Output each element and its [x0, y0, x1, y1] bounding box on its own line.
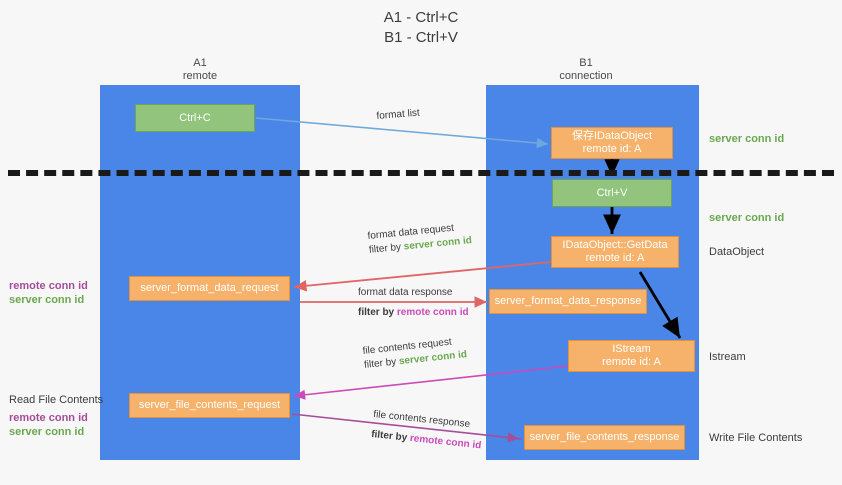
- side-label-text: server conn id: [9, 426, 85, 438]
- node-save-idataobject[interactable]: 保存IDataObject remote id: A: [551, 127, 673, 159]
- filter-by-prefix-4: filter by: [370, 428, 411, 444]
- node-istream-label: IStream: [612, 343, 651, 355]
- side-label-left-conn-ids-1: remote conn id server conn id: [9, 279, 88, 307]
- arrow-label-format-data-response-line1: format data response: [358, 287, 453, 298]
- side-label-text: remote conn id: [9, 280, 88, 292]
- side-label-right-istream: Istream: [709, 350, 746, 364]
- side-label-left-read-file-contents: Read File Contents: [9, 393, 103, 407]
- side-label-text: server conn id: [709, 133, 785, 145]
- conn-id-key-2: remote conn id: [396, 307, 469, 318]
- arrow-label-format-data-request: format data request filter by server con…: [367, 220, 473, 258]
- page-title: A1 - Ctrl+C B1 - Ctrl+V: [0, 8, 842, 48]
- node-istream-sub: remote id: A: [602, 356, 661, 368]
- side-label-text: server conn id: [9, 294, 85, 306]
- node-server-file-contents-request-label: server_file_contents_request: [138, 399, 281, 411]
- node-server-format-data-request[interactable]: server_format_data_request: [129, 276, 290, 301]
- node-server-format-data-request-label: server_format_data_request: [140, 282, 279, 294]
- side-label-right-dataobject: DataObject: [709, 245, 764, 259]
- title-line-2: B1 - Ctrl+V: [384, 29, 458, 46]
- node-save-idataobject-sub: remote id: A: [582, 143, 642, 155]
- lane-b1-sub: connection: [559, 70, 613, 82]
- node-ctrl-v[interactable]: Ctrl+V: [552, 179, 672, 207]
- lane-b1-name: B1: [579, 57, 593, 69]
- filter-by-prefix-3: filter by: [363, 356, 400, 371]
- phase-divider: [8, 170, 834, 176]
- title-line-1: A1 - Ctrl+C: [383, 9, 459, 26]
- side-label-right-server-conn-id-1: server conn id: [709, 132, 784, 146]
- node-ctrl-v-label: Ctrl+V: [596, 186, 628, 199]
- lane-header-a1: A1 remote: [100, 57, 300, 83]
- lane-a1-name: A1: [193, 57, 207, 69]
- node-istream[interactable]: IStream remote id: A: [568, 340, 695, 372]
- node-idataobject-getdata-label: IDataObject::GetData: [562, 239, 668, 251]
- side-label-text: remote conn id: [9, 412, 88, 424]
- side-label-text: Write File Contents: [709, 432, 803, 444]
- node-idataobject-getdata[interactable]: IDataObject::GetData remote id: A: [551, 236, 679, 268]
- lane-a1-sub: remote: [182, 70, 218, 82]
- filter-by-prefix-1: filter by: [368, 241, 405, 256]
- node-server-file-contents-request[interactable]: server_file_contents_request: [129, 393, 290, 418]
- arrow-label-format-data-response: format data response filter by remote co…: [358, 286, 469, 320]
- side-label-text: server conn id: [709, 212, 785, 224]
- conn-id-key-4: remote conn id: [409, 432, 482, 452]
- arrow-label-format-list-line1: format list: [376, 107, 421, 122]
- node-server-format-data-response[interactable]: server_format_data_response: [489, 289, 647, 314]
- node-ctrl-c[interactable]: Ctrl+C: [135, 104, 255, 132]
- node-ctrl-c-label: Ctrl+C: [179, 111, 211, 124]
- arrow-label-format-data-response-line2: filter by remote conn id: [358, 306, 469, 320]
- arrow-label-file-contents-request: file contents request filter by server c…: [362, 334, 468, 373]
- lane-header-b1: B1 connection: [486, 57, 686, 83]
- node-save-idataobject-label: 保存IDataObject: [571, 130, 653, 142]
- filter-by-prefix-2: filter by: [358, 307, 397, 318]
- side-label-left-conn-ids-2: remote conn id server conn id: [9, 411, 88, 439]
- side-label-right-write-file-contents: Write File Contents: [709, 431, 802, 445]
- node-server-file-contents-response[interactable]: server_file_contents_response: [524, 425, 685, 450]
- node-server-file-contents-response-label: server_file_contents_response: [529, 431, 680, 443]
- arrow-label-format-list: format list: [376, 107, 420, 124]
- side-label-text: Read File Contents: [9, 394, 104, 406]
- side-label-text: DataObject: [709, 246, 765, 258]
- side-label-text: Istream: [709, 351, 746, 363]
- side-label-right-server-conn-id-2: server conn id: [709, 211, 784, 225]
- node-idataobject-getdata-sub: remote id: A: [585, 252, 645, 264]
- node-server-format-data-response-label: server_format_data_response: [494, 295, 642, 307]
- arrow-label-file-contents-response: file contents response filter by remote …: [370, 408, 484, 453]
